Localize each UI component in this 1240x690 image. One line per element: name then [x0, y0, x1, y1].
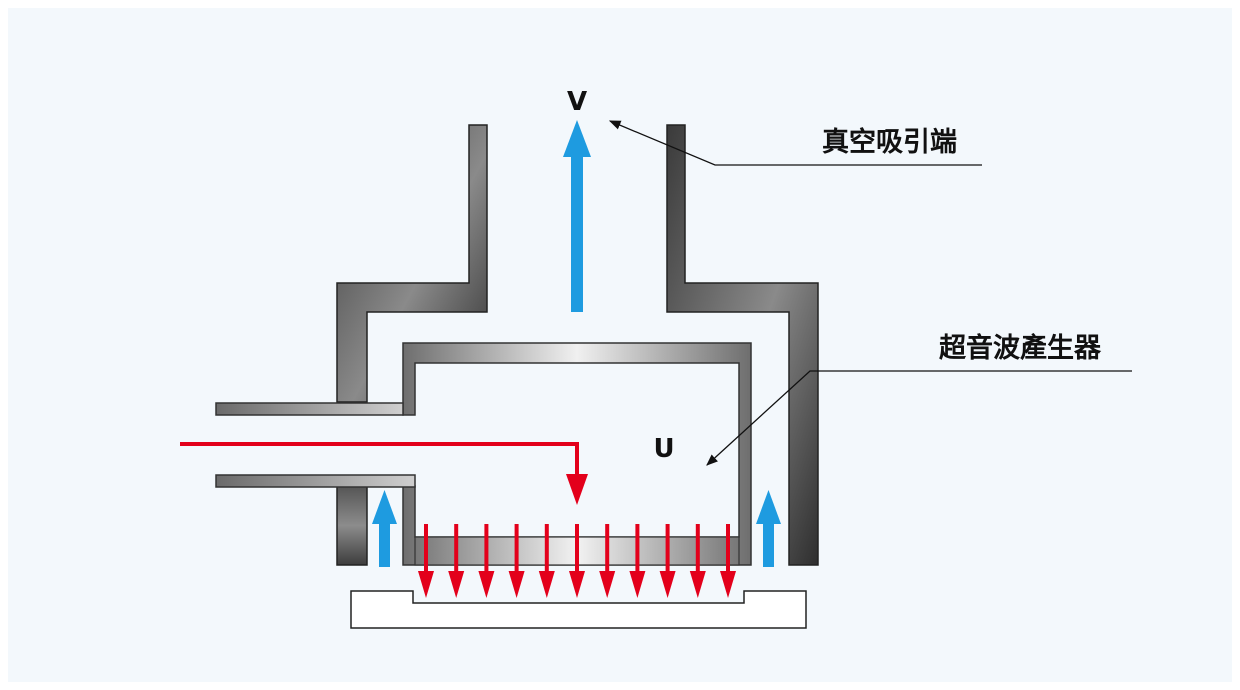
wave-arrow — [569, 524, 585, 598]
label-v: V — [567, 87, 587, 117]
wave-arrow — [720, 524, 736, 598]
vacuum-flow-arrow-right — [756, 490, 781, 567]
inlet-flow-arrow — [180, 442, 588, 505]
inlet-pipe-upper — [215, 402, 404, 416]
wave-arrow — [448, 524, 465, 598]
label-ultrasonic-generator: 超音波產生器 — [939, 332, 1102, 364]
label-u: U — [653, 434, 674, 464]
wave-arrow — [629, 524, 646, 598]
workpiece-tray — [350, 590, 807, 629]
vacuum-flow-arrow-left — [372, 490, 397, 567]
inlet-pipe-lower — [215, 474, 416, 488]
wave-arrow — [478, 524, 495, 598]
outer-housing-left — [336, 124, 488, 403]
wave-arrow — [599, 524, 616, 598]
leader-ultrasonic-generator — [706, 370, 1132, 466]
leader-vacuum-suction — [608, 120, 982, 166]
wave-arrow — [538, 524, 555, 598]
label-vacuum-suction-port: 真空吸引端 — [822, 126, 957, 158]
outer-housing-left-lower — [336, 485, 368, 566]
wave-arrow — [659, 524, 676, 598]
wave-arrow — [508, 524, 525, 598]
wave-arrow — [689, 524, 706, 598]
ultrasonic-wave-arrows — [418, 524, 736, 598]
outer-housing-right — [666, 124, 819, 566]
vacuum-flow-arrow-main — [563, 120, 591, 312]
wave-arrow — [418, 524, 434, 598]
